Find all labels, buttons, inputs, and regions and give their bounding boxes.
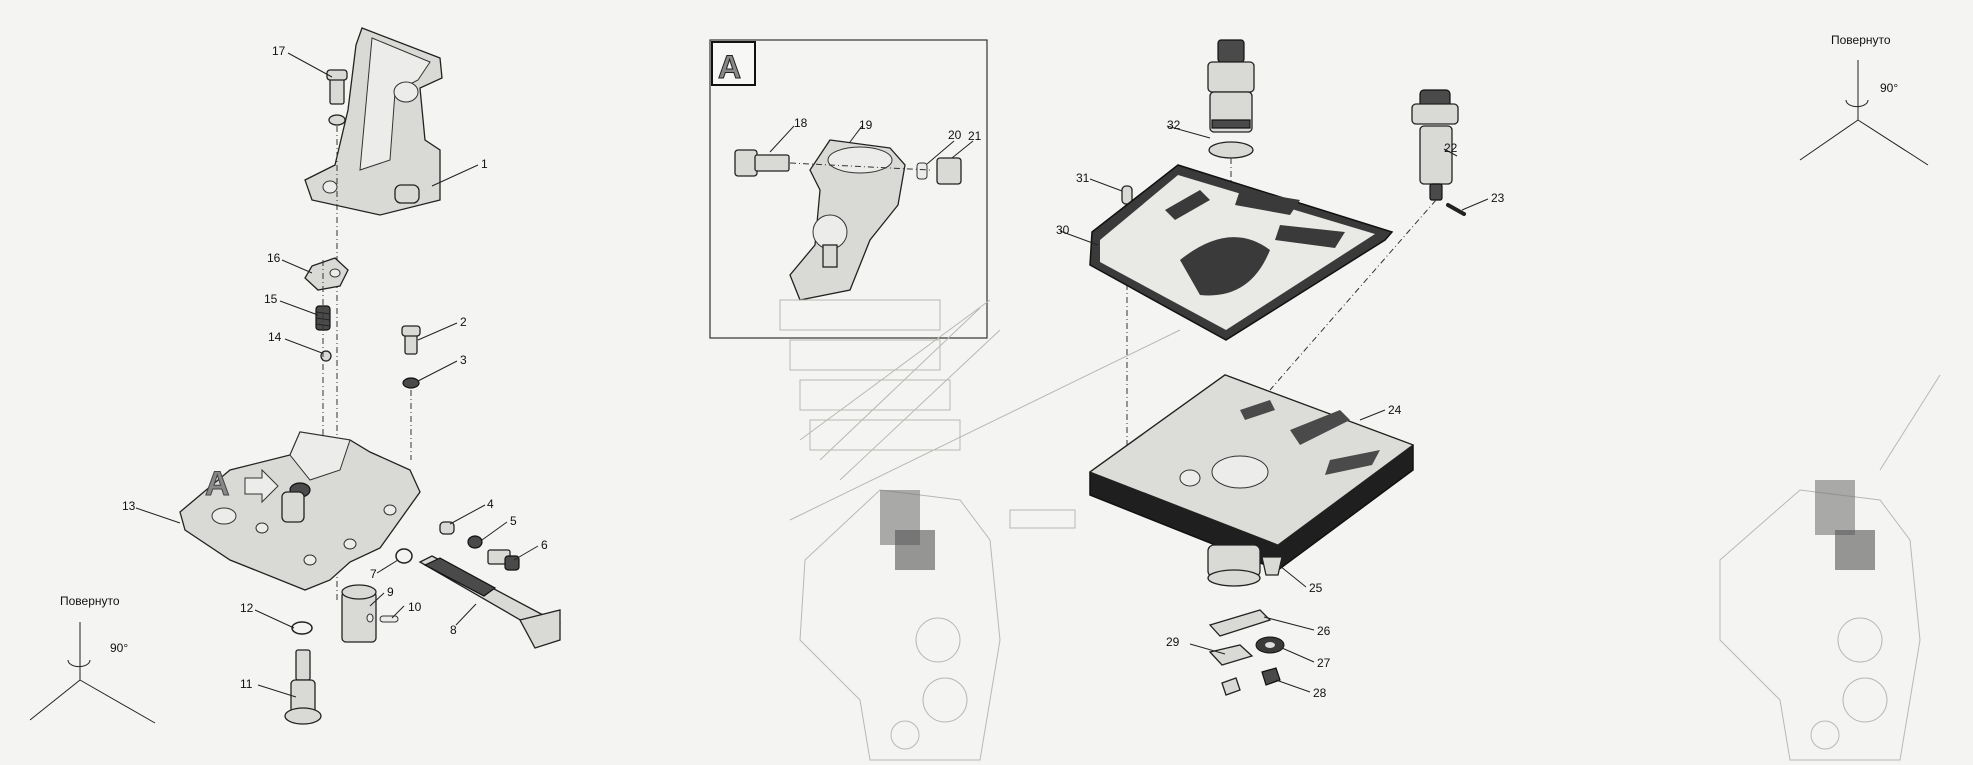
part-22-valve — [1411, 89, 1459, 201]
callout-32: 32 — [1167, 118, 1181, 132]
callout-25: 25 — [1309, 581, 1323, 595]
callout-11: 11 — [240, 677, 253, 691]
callout-12: 12 — [240, 601, 254, 615]
part-2-bolt — [401, 325, 421, 355]
callout-20: 20 — [948, 128, 962, 142]
callout-13: 13 — [122, 499, 136, 513]
callout-17: 17 — [272, 44, 286, 58]
callout-16: 16 — [267, 251, 281, 265]
detail-a-marker: A — [205, 465, 279, 504]
callout-24: 24 — [1388, 403, 1402, 417]
rotation-indicator-right: Повернуто 90° — [1799, 33, 1929, 166]
callout-1: 1 — [481, 157, 488, 171]
callout-15: 15 — [264, 292, 278, 306]
callout-9: 9 — [387, 585, 394, 599]
callout-2: 2 — [460, 315, 467, 329]
part-3-washer — [402, 377, 420, 389]
part-24-plate — [1088, 374, 1415, 587]
part-8-rack-shaft — [418, 555, 561, 649]
part-28-nuts — [1221, 667, 1281, 696]
part-12-washer — [291, 621, 313, 635]
callout-8: 8 — [450, 623, 457, 637]
gearbox-center-ghost — [779, 299, 1181, 761]
part-21-nut — [936, 157, 962, 185]
part-4-sleeve — [439, 521, 455, 535]
part-20-washer — [916, 162, 928, 180]
part-32-valve — [1207, 39, 1255, 159]
callout-22: 22 — [1444, 141, 1458, 155]
rotation-right-label: Повернуто — [1831, 33, 1891, 47]
detail-a-marker-label: A — [205, 465, 230, 503]
left-assembly: A — [179, 27, 561, 725]
callout-21: 21 — [968, 129, 982, 143]
detail-a-box-label: A — [718, 49, 741, 85]
part-25-plug — [1261, 556, 1283, 576]
part-5-ring — [467, 535, 483, 549]
part-13-housing — [179, 431, 421, 591]
part-10-pin — [379, 615, 399, 623]
detail-a-view: A — [709, 39, 988, 339]
part-19-fork — [789, 139, 906, 301]
callout-30: 30 — [1056, 223, 1070, 237]
callout-10: 10 — [408, 600, 422, 614]
center-assembly — [1088, 39, 1466, 696]
rotation-indicator-left: Повернуто 90° — [29, 594, 156, 724]
callout-19: 19 — [859, 118, 873, 132]
callout-4: 4 — [487, 497, 494, 511]
rotation-left-label: Повернуто — [60, 594, 120, 608]
rotation-left-angle: 90° — [110, 641, 128, 655]
callout-leaders — [135, 52, 1489, 698]
part-18-bolt — [734, 149, 790, 177]
callout-5: 5 — [510, 514, 517, 528]
callout-23: 23 — [1491, 191, 1505, 205]
part-17-bolt — [326, 69, 348, 126]
callout-31: 31 — [1076, 171, 1090, 185]
callout-18: 18 — [794, 116, 808, 130]
gearbox-right-ghost — [1719, 374, 1941, 761]
part-11-shaft — [284, 649, 322, 725]
part-30-gasket — [1089, 164, 1394, 341]
callout-labels: 1 2 3 4 5 6 7 8 9 10 11 12 13 14 15 16 1… — [122, 44, 1505, 700]
part-1-bracket — [304, 27, 443, 216]
callout-3: 3 — [460, 353, 467, 367]
callout-6: 6 — [541, 538, 548, 552]
callout-26: 26 — [1317, 624, 1331, 638]
callout-28: 28 — [1313, 686, 1327, 700]
part-29-washer — [1208, 644, 1254, 666]
rotation-right-angle: 90° — [1880, 81, 1898, 95]
part-26-bar — [1208, 609, 1272, 637]
part-16-gasket — [304, 257, 349, 291]
part-7-ring — [395, 548, 413, 564]
callout-7: 7 — [370, 567, 377, 581]
part-9-sleeve — [341, 584, 377, 643]
callout-29: 29 — [1166, 635, 1180, 649]
part-23-pin — [1446, 203, 1466, 216]
callout-27: 27 — [1317, 656, 1331, 670]
callout-14: 14 — [268, 330, 282, 344]
